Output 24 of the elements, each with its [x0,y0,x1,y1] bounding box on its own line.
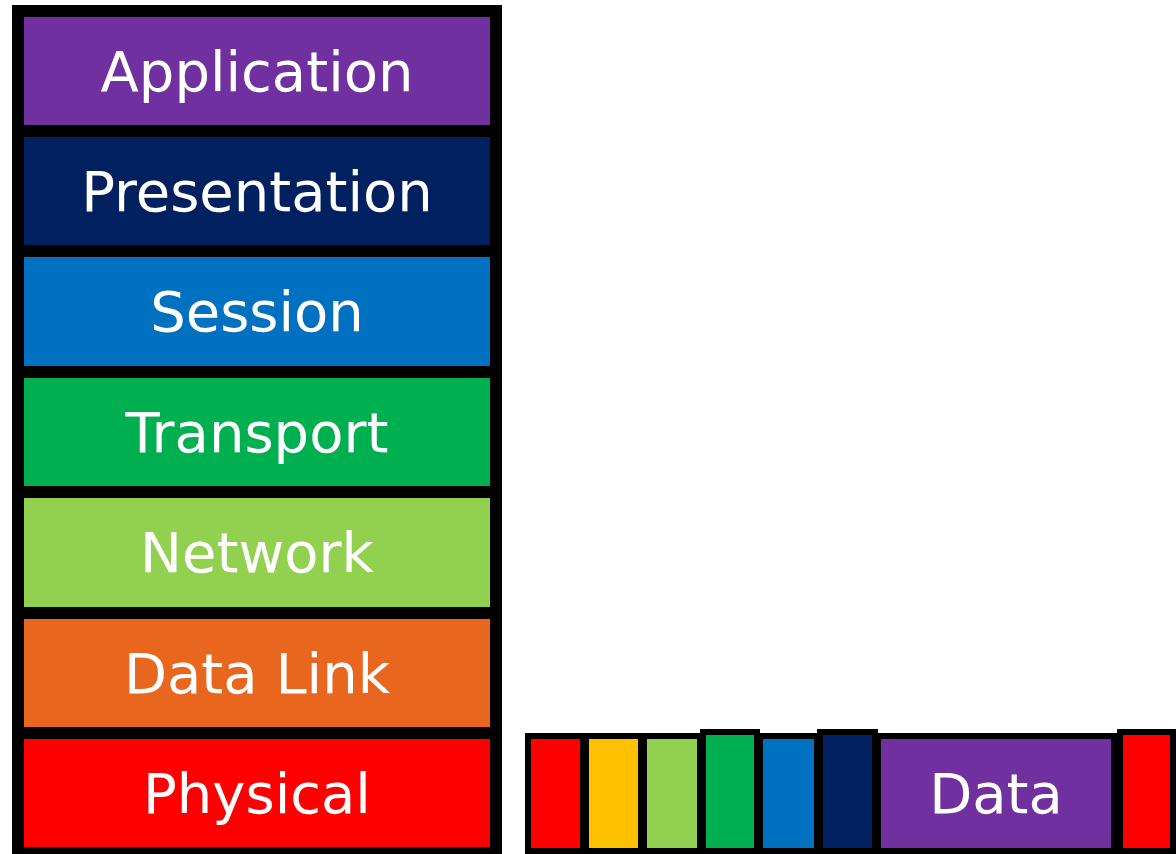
layer-label: Data [929,761,1063,826]
layer-label: Transport [125,399,389,465]
header-segment [700,729,760,854]
header-segment [525,733,586,854]
layer-label: Network [140,520,374,585]
layer-stack [12,5,502,854]
layer-label: Session [150,279,364,344]
layer-label: Presentation [81,158,433,224]
layer-label: Data Link [123,640,391,706]
layer-label: Physical [143,760,371,826]
header-segment [583,733,644,854]
header-segment [817,729,878,854]
layer-box [24,257,490,366]
header-segment [641,733,703,854]
trailer-segment [1117,729,1176,854]
header-segment [757,733,820,854]
layer-box [24,619,490,727]
layer-box [24,378,490,486]
data-segment [875,733,1117,854]
layer-box [24,498,490,607]
layer-label: Application [100,38,414,104]
layer-box [24,17,490,125]
layer-box [24,739,490,847]
layer-box [24,137,490,245]
